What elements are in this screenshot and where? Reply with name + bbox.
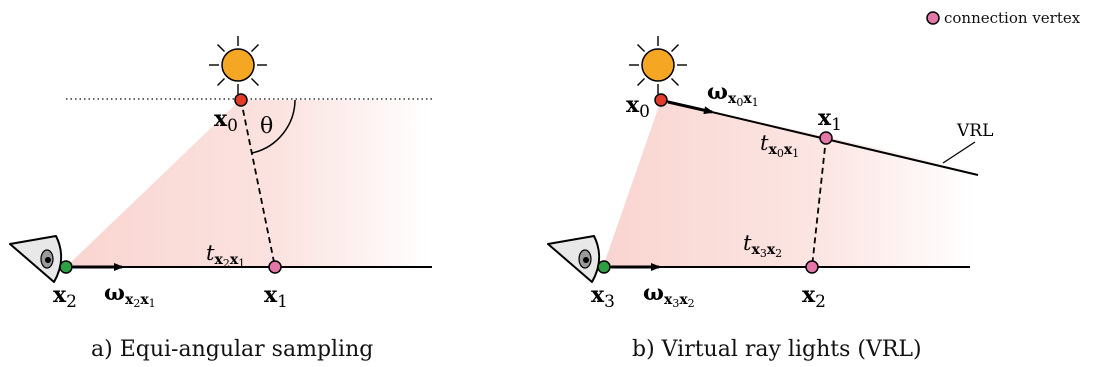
label-x0: x0: [214, 106, 238, 136]
connection-vertex-x1: [819, 131, 833, 145]
label-x2: x2: [53, 282, 77, 312]
label-t-x2x1: tx2x1: [206, 241, 245, 270]
legend-label: connection vertex: [944, 9, 1081, 27]
connection-dashed-line: [811, 137, 827, 268]
volume-region-a: [66, 100, 430, 267]
legend: connection vertex: [926, 9, 1081, 27]
camera-vertex-x3: [597, 260, 611, 274]
label-x0: x0: [626, 92, 650, 122]
connection-dashed-line: [240, 99, 276, 268]
eye-icon: [9, 235, 62, 283]
sun-icon: [629, 36, 687, 94]
camera-vertex-x2: [59, 260, 73, 274]
vrl-arrow: [667, 100, 714, 115]
connection-vertex-x2: [805, 260, 819, 274]
label-t-x3x2: tx3x2: [743, 231, 782, 260]
vrl-callout-line: [942, 141, 976, 164]
caption-b: b) Virtual ray lights (VRL): [632, 337, 922, 362]
sun-icon: [209, 36, 267, 94]
label-omega-x2x1: ωx2x1: [104, 280, 156, 310]
caption-a: a) Equi-angular sampling: [91, 337, 373, 362]
theta-arc: [251, 99, 296, 154]
label-x1: x1: [264, 282, 288, 312]
volume-region-b: [603, 100, 975, 267]
light-vertex-x0: [234, 93, 248, 107]
connection-vertex-x1: [268, 260, 282, 274]
label-x3: x3: [591, 282, 615, 312]
panel-b: VRL: [547, 36, 993, 362]
light-vertex-x0: [654, 93, 668, 107]
label-x2: x2: [802, 282, 826, 312]
label-omega-x0x1: ωx0x1: [707, 79, 759, 109]
eye-icon: [547, 235, 600, 283]
legend-dot: [926, 11, 940, 25]
label-vrl: VRL: [956, 121, 993, 141]
label-x1: x1: [818, 105, 842, 135]
label-t-x0x1: tx0x1: [760, 131, 799, 160]
label-theta: θ: [260, 114, 273, 139]
panel-a: x0 θ tx2x1 x1 x2 ωx2x1 a) Equi-angular s…: [9, 36, 432, 362]
label-omega-x3x2: ωx3x2: [643, 280, 695, 310]
